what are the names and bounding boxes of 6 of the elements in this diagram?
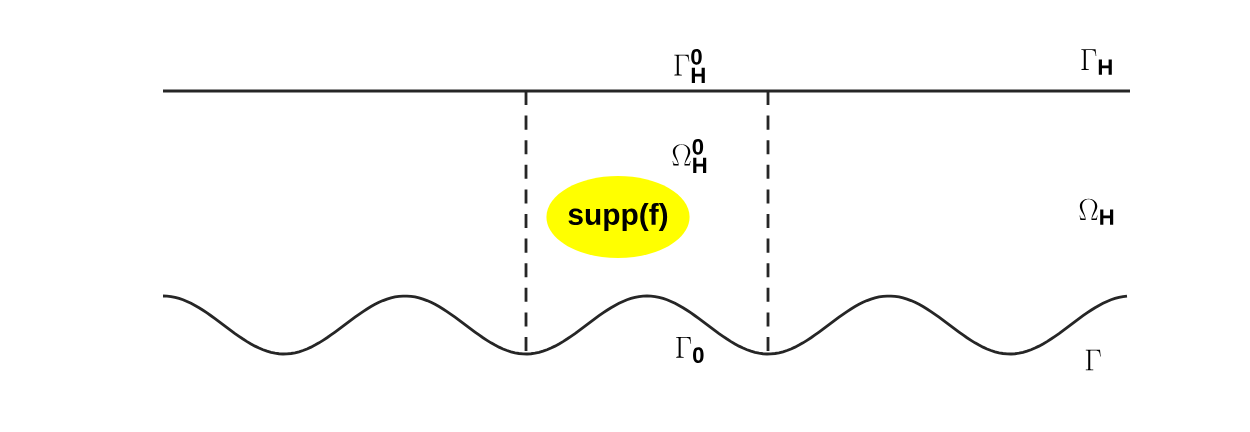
region-label: $\Gamma_{\mathbf{H}}^{\mathbf{0}}$	[674, 49, 705, 83]
region-label: $\Gamma_{\mathbf{0}}$	[676, 337, 704, 363]
region-label: $\Omega_{\mathbf{H}}^{\mathbf{0}}$	[672, 139, 707, 173]
region-label: $\Gamma_{\mathbf{H}}$	[1081, 49, 1112, 75]
region-label: $\Omega_{\mathbf{H}}$	[1079, 198, 1114, 225]
region-label: $\Gamma$	[1085, 349, 1101, 371]
